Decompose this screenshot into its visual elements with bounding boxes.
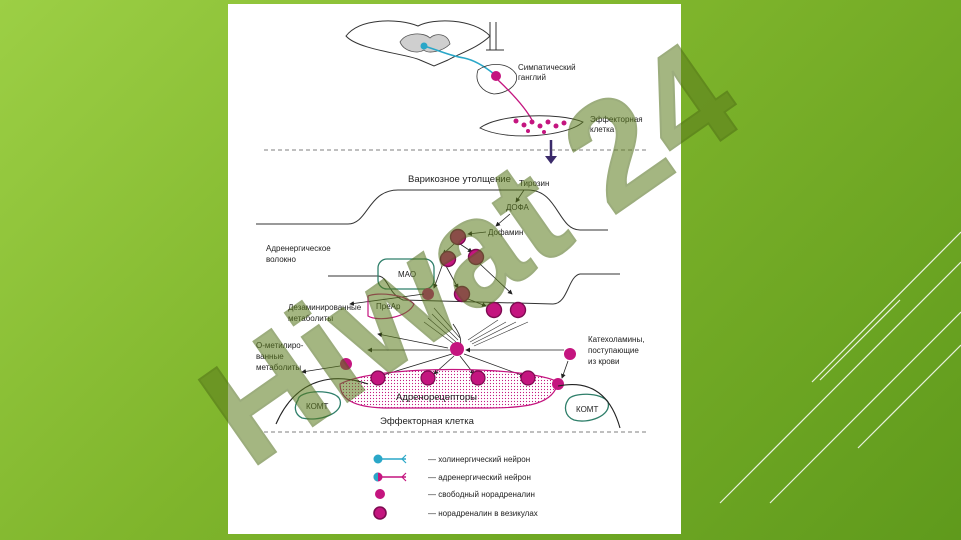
ganglion-label-2: ганглий [518,73,546,82]
receptor-bound-noradrenaline [370,370,564,390]
dopa-label: ДОФА [506,203,530,212]
legend-cholinergic: — холинергический нейрон [428,455,530,464]
effector-cell-label: Эффекторная клетка [380,416,475,427]
mao-label: МАО [398,270,416,279]
legend-vesicle-na: — норадреналин в везикулах [428,509,538,518]
fiber-label-1: Адренергическое [266,244,331,253]
tyrosine-label: Тирозин [519,179,549,188]
adrenergic-synapse-diagram: Симпатический ганглий Эффекторная клетка… [256,20,648,520]
diagram-panel: Симпатический ганглий Эффекторная клетка… [228,4,681,534]
free-noradrenaline-icon [375,489,385,499]
varicosity-membrane-top [256,189,608,231]
vesicle-noradrenaline-icon [373,506,387,520]
komt-right-box [564,393,609,422]
dopamine-label: Дофамин [488,228,523,237]
blood-catecholamine [564,348,576,360]
omethyl-label-3: метаболиты [256,363,301,372]
catecholamines-label-2: поступающие [588,346,639,355]
legend: — холинергический нейрон — адренергическ… [373,454,538,520]
legend-free-na: — свободный норадреналин [428,490,535,499]
omethyl-label-2: ванные [256,352,284,361]
adrenergic-neuron-icon [373,472,407,482]
adrenergic-soma [491,71,501,81]
release-hatching [423,307,529,347]
ganglion [476,64,518,95]
adrenoreceptor-zone [339,368,559,409]
komt-right-label: КОМТ [576,405,598,414]
omethyl-label-1: О-метилиро- [256,341,304,350]
free-noradrenaline [450,342,464,356]
fiber-label-2: волокно [266,255,297,264]
mao-box [377,258,435,290]
legend-adrenergic: — адренергический нейрон [428,473,531,482]
varicosities-small [513,118,567,134]
catecholamines-label-1: Катехоламины, [588,335,644,344]
ganglion-label-1: Симпатический [518,63,576,72]
cholinergic-axon [423,45,495,75]
cholinergic-neuron-icon [373,454,407,464]
komt-left-box [294,391,341,420]
komt-left-label: КОМТ [306,402,328,411]
catecholamines-label-3: из крови [588,357,619,366]
prear-transporter [367,293,415,320]
effector-cell-small [479,115,584,137]
adrenergic-axon [497,79,534,123]
varicosity-membrane-bottom [328,273,620,305]
adrenoreceptors-label: Адренорецепторы [396,392,477,403]
prear-label: ПреАр [376,302,401,311]
deaminated-label-2: метаболиты [288,314,333,323]
effector-label-top-1: Эффекторная [590,115,643,124]
varicosity-label: Варикозное утолщение [408,174,511,185]
vesicle-cluster [422,228,527,319]
effector-label-top-2: клетка [590,125,615,134]
deaminated-label-1: Дезаминированные [288,303,362,312]
cholinergic-soma [420,42,428,50]
